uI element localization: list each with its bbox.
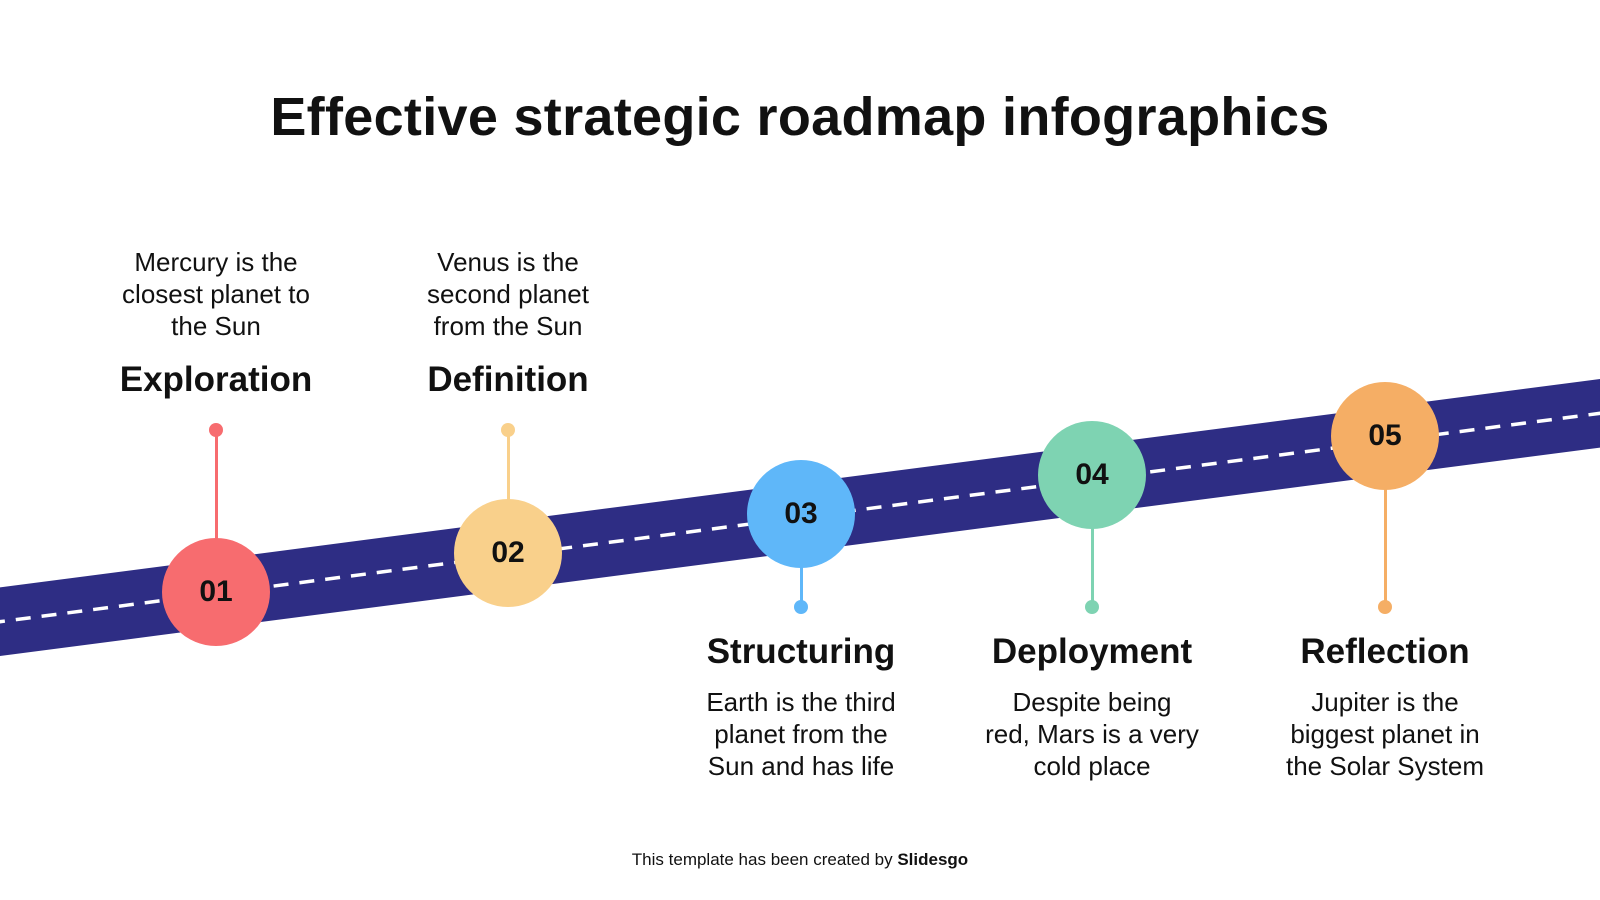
step-title: Definition bbox=[427, 360, 589, 399]
step-title: Reflection bbox=[1300, 632, 1470, 671]
description-line: Earth is the third bbox=[706, 687, 896, 717]
description-line: from the Sun bbox=[433, 311, 583, 341]
description-line: planet from the bbox=[714, 719, 888, 749]
description-line: biggest planet in bbox=[1290, 719, 1480, 749]
description-line: red, Mars is a very bbox=[985, 719, 1199, 749]
connector-dot bbox=[501, 423, 515, 437]
page-title: Effective strategic roadmap infographics bbox=[270, 87, 1330, 147]
description-line: the Sun bbox=[171, 311, 261, 341]
step-number-circle: 03 bbox=[747, 460, 855, 568]
description-line: Despite being bbox=[1012, 687, 1172, 717]
description-line: Mercury is the bbox=[134, 247, 298, 277]
connector-line bbox=[506, 430, 510, 553]
connector-dot bbox=[209, 423, 223, 437]
description-line: Sun and has life bbox=[707, 751, 895, 781]
connector-dot bbox=[1085, 600, 1099, 614]
footer-brand: Slidesgo bbox=[897, 850, 969, 869]
step-number-circle: 04 bbox=[1038, 421, 1146, 529]
description-line: Venus is the bbox=[437, 247, 579, 277]
step-number-circle: 02 bbox=[454, 499, 562, 607]
footer-credit: This template has been created by Slides… bbox=[0, 850, 1600, 870]
description-line: Jupiter is the bbox=[1311, 687, 1459, 717]
description-line: second planet bbox=[427, 279, 589, 309]
description-line: closest planet to bbox=[122, 279, 310, 309]
description-line: cold place bbox=[1033, 751, 1151, 781]
connector-line bbox=[1090, 475, 1094, 607]
connector-dot bbox=[794, 600, 808, 614]
connector-line bbox=[1383, 436, 1387, 607]
step-number-circle: 05 bbox=[1331, 382, 1439, 490]
step-title: Exploration bbox=[119, 360, 313, 399]
connector-line bbox=[214, 430, 218, 592]
step-number-circle: 01 bbox=[162, 538, 270, 646]
step-title: Deployment bbox=[991, 632, 1193, 671]
step-title: Structuring bbox=[706, 632, 896, 671]
connector-dot bbox=[1378, 600, 1392, 614]
footer-text: This template has been created by bbox=[631, 850, 898, 869]
description-line: the Solar System bbox=[1286, 751, 1484, 781]
